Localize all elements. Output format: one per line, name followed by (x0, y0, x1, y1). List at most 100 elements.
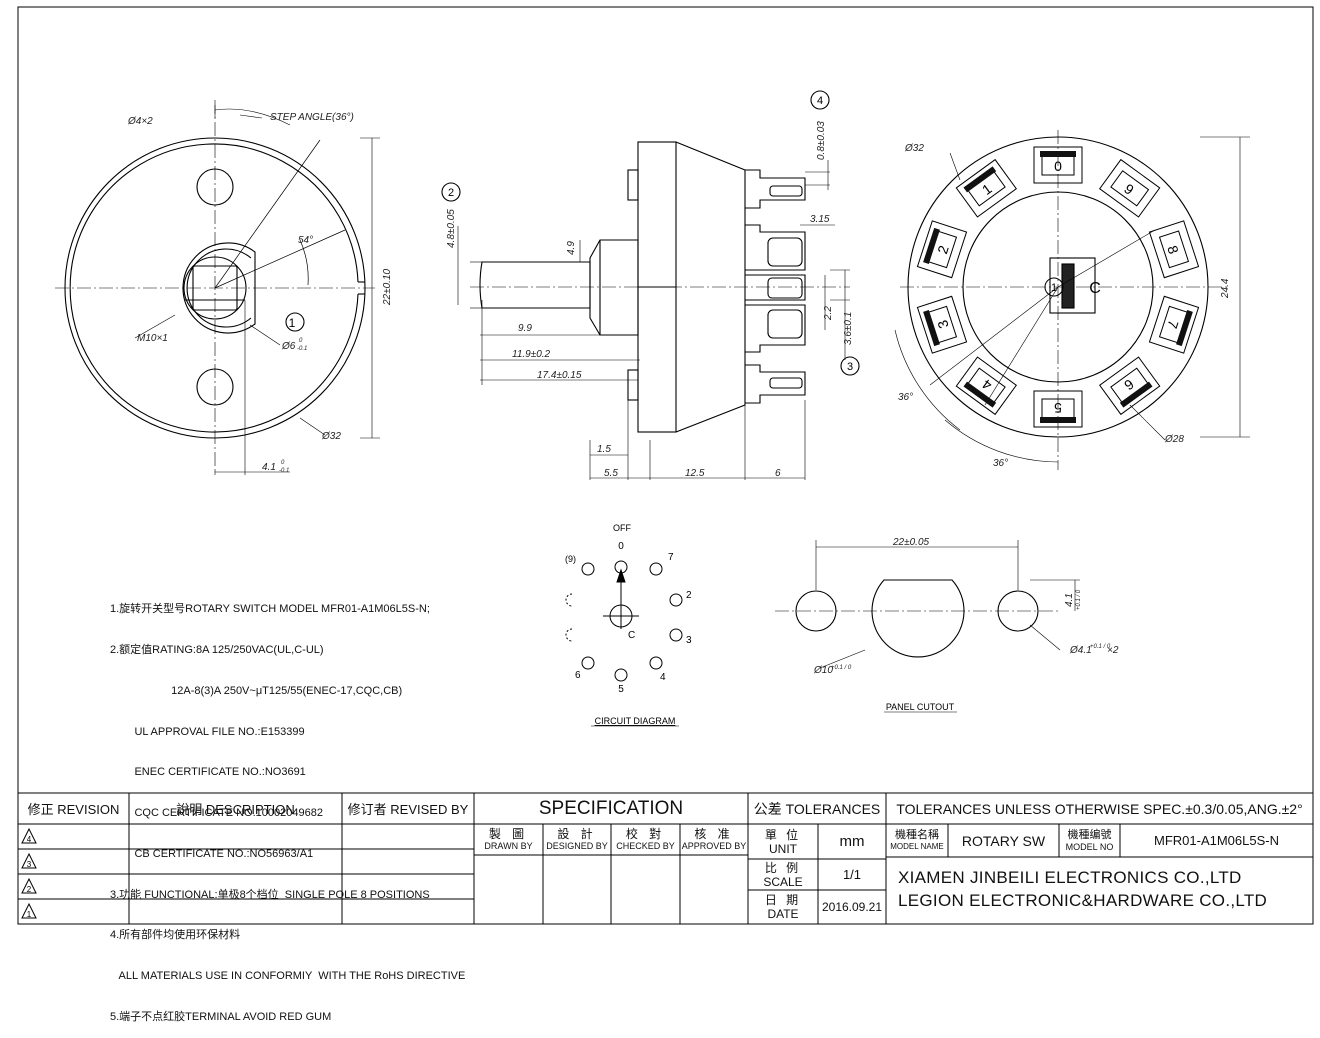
side-view (441, 90, 860, 480)
approved-by-label: APPROVED BY (681, 841, 747, 851)
terminal-contact (1040, 417, 1076, 423)
date-cn: 日 期 (764, 893, 802, 907)
circuit-label-3: 3 (686, 635, 692, 646)
terminal-housing (916, 220, 968, 279)
rear-common-circle: 1 (1051, 282, 1057, 294)
terminal-contact (1176, 310, 1193, 347)
terminal-housing (916, 295, 968, 354)
dim-4-9: 4.9 (566, 241, 577, 255)
designed-by-cn: 設 計 (557, 827, 597, 841)
terminal-contact (963, 381, 997, 408)
circuit-diagram (565, 560, 683, 682)
front-view-labels: Ø4×2 STEP ANGLE(36°) 54° M10×1 Ø6 0 -0.1… (127, 112, 393, 474)
panel-center-hole-label: Ø10 (813, 665, 833, 676)
model-name-label-cell: 機種名稱 MODEL NAME (886, 824, 948, 857)
terminal-position-label: 4 (979, 376, 995, 394)
angle-54-label: 54° (298, 235, 313, 246)
terminal-slot: 5 (1033, 390, 1083, 428)
revision-mark-3: 3 (27, 860, 32, 869)
terminal-window (1158, 230, 1190, 269)
note-line: 1.旋转开关型号ROTARY SWITCH MODEL MFR01-A1M06L… (110, 603, 430, 616)
terminal-position-label: 1 (979, 180, 995, 198)
circuit-label-9: (9) (565, 554, 576, 564)
rear-height-label: 24.4 (1220, 278, 1231, 299)
dim-6: 6 (775, 468, 781, 479)
panel-center-hole-tol: +0.1 / 0 (831, 665, 852, 671)
model-name-value: ROTARY SW (961, 832, 1046, 849)
terminal-housing (955, 356, 1017, 416)
circuit-diagram-title: CIRCUIT DIAGRAM (595, 716, 676, 726)
side-view-labels: 2 3 4 4.8±0.05 4.9 9.9 11.9±0.2 17.4±0.1… (446, 95, 854, 479)
checked-by-label: CHECKED BY (616, 841, 675, 851)
circuit-label-c: C (628, 630, 635, 641)
rear-view-labels: Ø32 Ø28 24.4 36° 36° 1 C (898, 143, 1231, 469)
terminal-position-label: 9 (1121, 180, 1137, 198)
company-name-2: LEGION ELECTRONIC&HARDWARE CO.,LTD (898, 891, 1268, 910)
panel-small-hole-suffix: ×2 (1107, 645, 1119, 656)
terminal-position-label: 5 (1054, 400, 1062, 416)
panel-small-hole-tol: +0.1 / 0 (1090, 644, 1111, 650)
model-no-label-cell: 機種编號 MODEL NO (1059, 824, 1120, 857)
terminal-contact (1040, 151, 1076, 157)
callout-3: 3 (847, 361, 853, 373)
terminal-contact (923, 227, 940, 264)
dim-4-8: 4.8±0.05 (446, 209, 457, 248)
rear-inner-dia-label: Ø28 (1164, 434, 1184, 445)
rear-common-label: C (1089, 280, 1101, 297)
dim-9-9: 9.9 (518, 323, 532, 334)
panel-cutout-title: PANEL CUTOUT (886, 702, 955, 712)
terminal-position-label: 2 (934, 243, 952, 256)
checked-by-cn: 校 對 (625, 827, 666, 841)
terminal-slot: 3 (916, 295, 968, 354)
date-label: DATE (767, 907, 799, 921)
note-line: 3.功能 FUNCTIONAL:单极8个档位 SINGLE POLE 8 POS… (110, 888, 430, 901)
model-name-cn: 機種名稱 (895, 828, 939, 841)
shaft-tol-lower: -0.1 (297, 346, 307, 352)
terminal-contact (1119, 381, 1153, 408)
designed-by-label: DESIGNED BY (546, 841, 608, 851)
offset-label: 4.1 (262, 462, 276, 473)
model-name-label: MODEL NAME (890, 841, 944, 851)
drawn-by-cell: 製 圖 DRAWN BY (474, 824, 543, 855)
panel-cutout-labels: 22±0.05 4.1 +0.1 / 0 Ø4.1 +0.1 / 0 ×2 Ø1… (813, 537, 1119, 713)
date-cell: 日 期 DATE (748, 890, 818, 924)
callout-1: 1 (289, 316, 296, 330)
terminal-housing (955, 158, 1017, 218)
terminal-housing (1099, 158, 1161, 218)
terminal-position-label: 6 (1121, 376, 1137, 394)
unit-cell: 單 位 UNIT (748, 824, 818, 859)
thread-label: M10×1 (137, 333, 168, 344)
callout-4: 4 (817, 95, 823, 107)
note-line: CB CERTIFICATE NO.:NO56963/A1 (110, 847, 314, 860)
panel-small-offset-tol: +0.1 / 0 (1076, 589, 1082, 610)
terminal-slot: 7 (1148, 295, 1200, 354)
description-header: 說明 DESCRIPTION (176, 802, 295, 817)
scale-label: SCALE (763, 874, 803, 889)
revision-marks: 4 3 2 1 (27, 835, 32, 919)
panel-small-offset-label: 4.1 (1064, 593, 1075, 607)
unit-cn: 單 位 (764, 827, 802, 842)
circuit-label-4: 4 (660, 672, 666, 683)
unit-label: UNIT (769, 841, 797, 856)
dim-0-8: 0.8±0.03 (816, 121, 827, 160)
dim-17-4: 17.4±0.15 (537, 370, 582, 381)
front-view (55, 100, 380, 475)
title-block: 修正 REVISION 說明 DESCRIPTION 修订者 REVISED B… (18, 793, 1313, 924)
dim-12-5: 12.5 (685, 468, 705, 479)
tolerance-spec: TOLERANCES UNLESS OTHERWISE SPEC.±0.3/0.… (896, 800, 1303, 817)
date-value: 2016.09.21 (821, 900, 883, 914)
circuit-label-5: 5 (618, 684, 624, 695)
terminal-housing (1148, 220, 1200, 279)
rear-angle-a: 36° (898, 392, 913, 403)
circuit-diagram-labels: OFF 0 7 2 3 4 5 6 (9) C CIRCUIT DIAGRAM (565, 523, 692, 727)
circuit-label-2: 2 (686, 590, 692, 601)
terminal-position-label: 0 (1054, 158, 1062, 174)
terminal-housing (1033, 390, 1083, 428)
designed-by-cell: 設 計 DESIGNED BY (543, 824, 611, 855)
tolerances-header: 公差 TOLERANCES (753, 800, 881, 817)
panel-small-hole-label: Ø4.1 (1069, 645, 1092, 656)
scale-value: 1/1 (842, 867, 862, 882)
terminal-contact (923, 310, 940, 347)
revision-mark-2: 2 (27, 885, 32, 894)
